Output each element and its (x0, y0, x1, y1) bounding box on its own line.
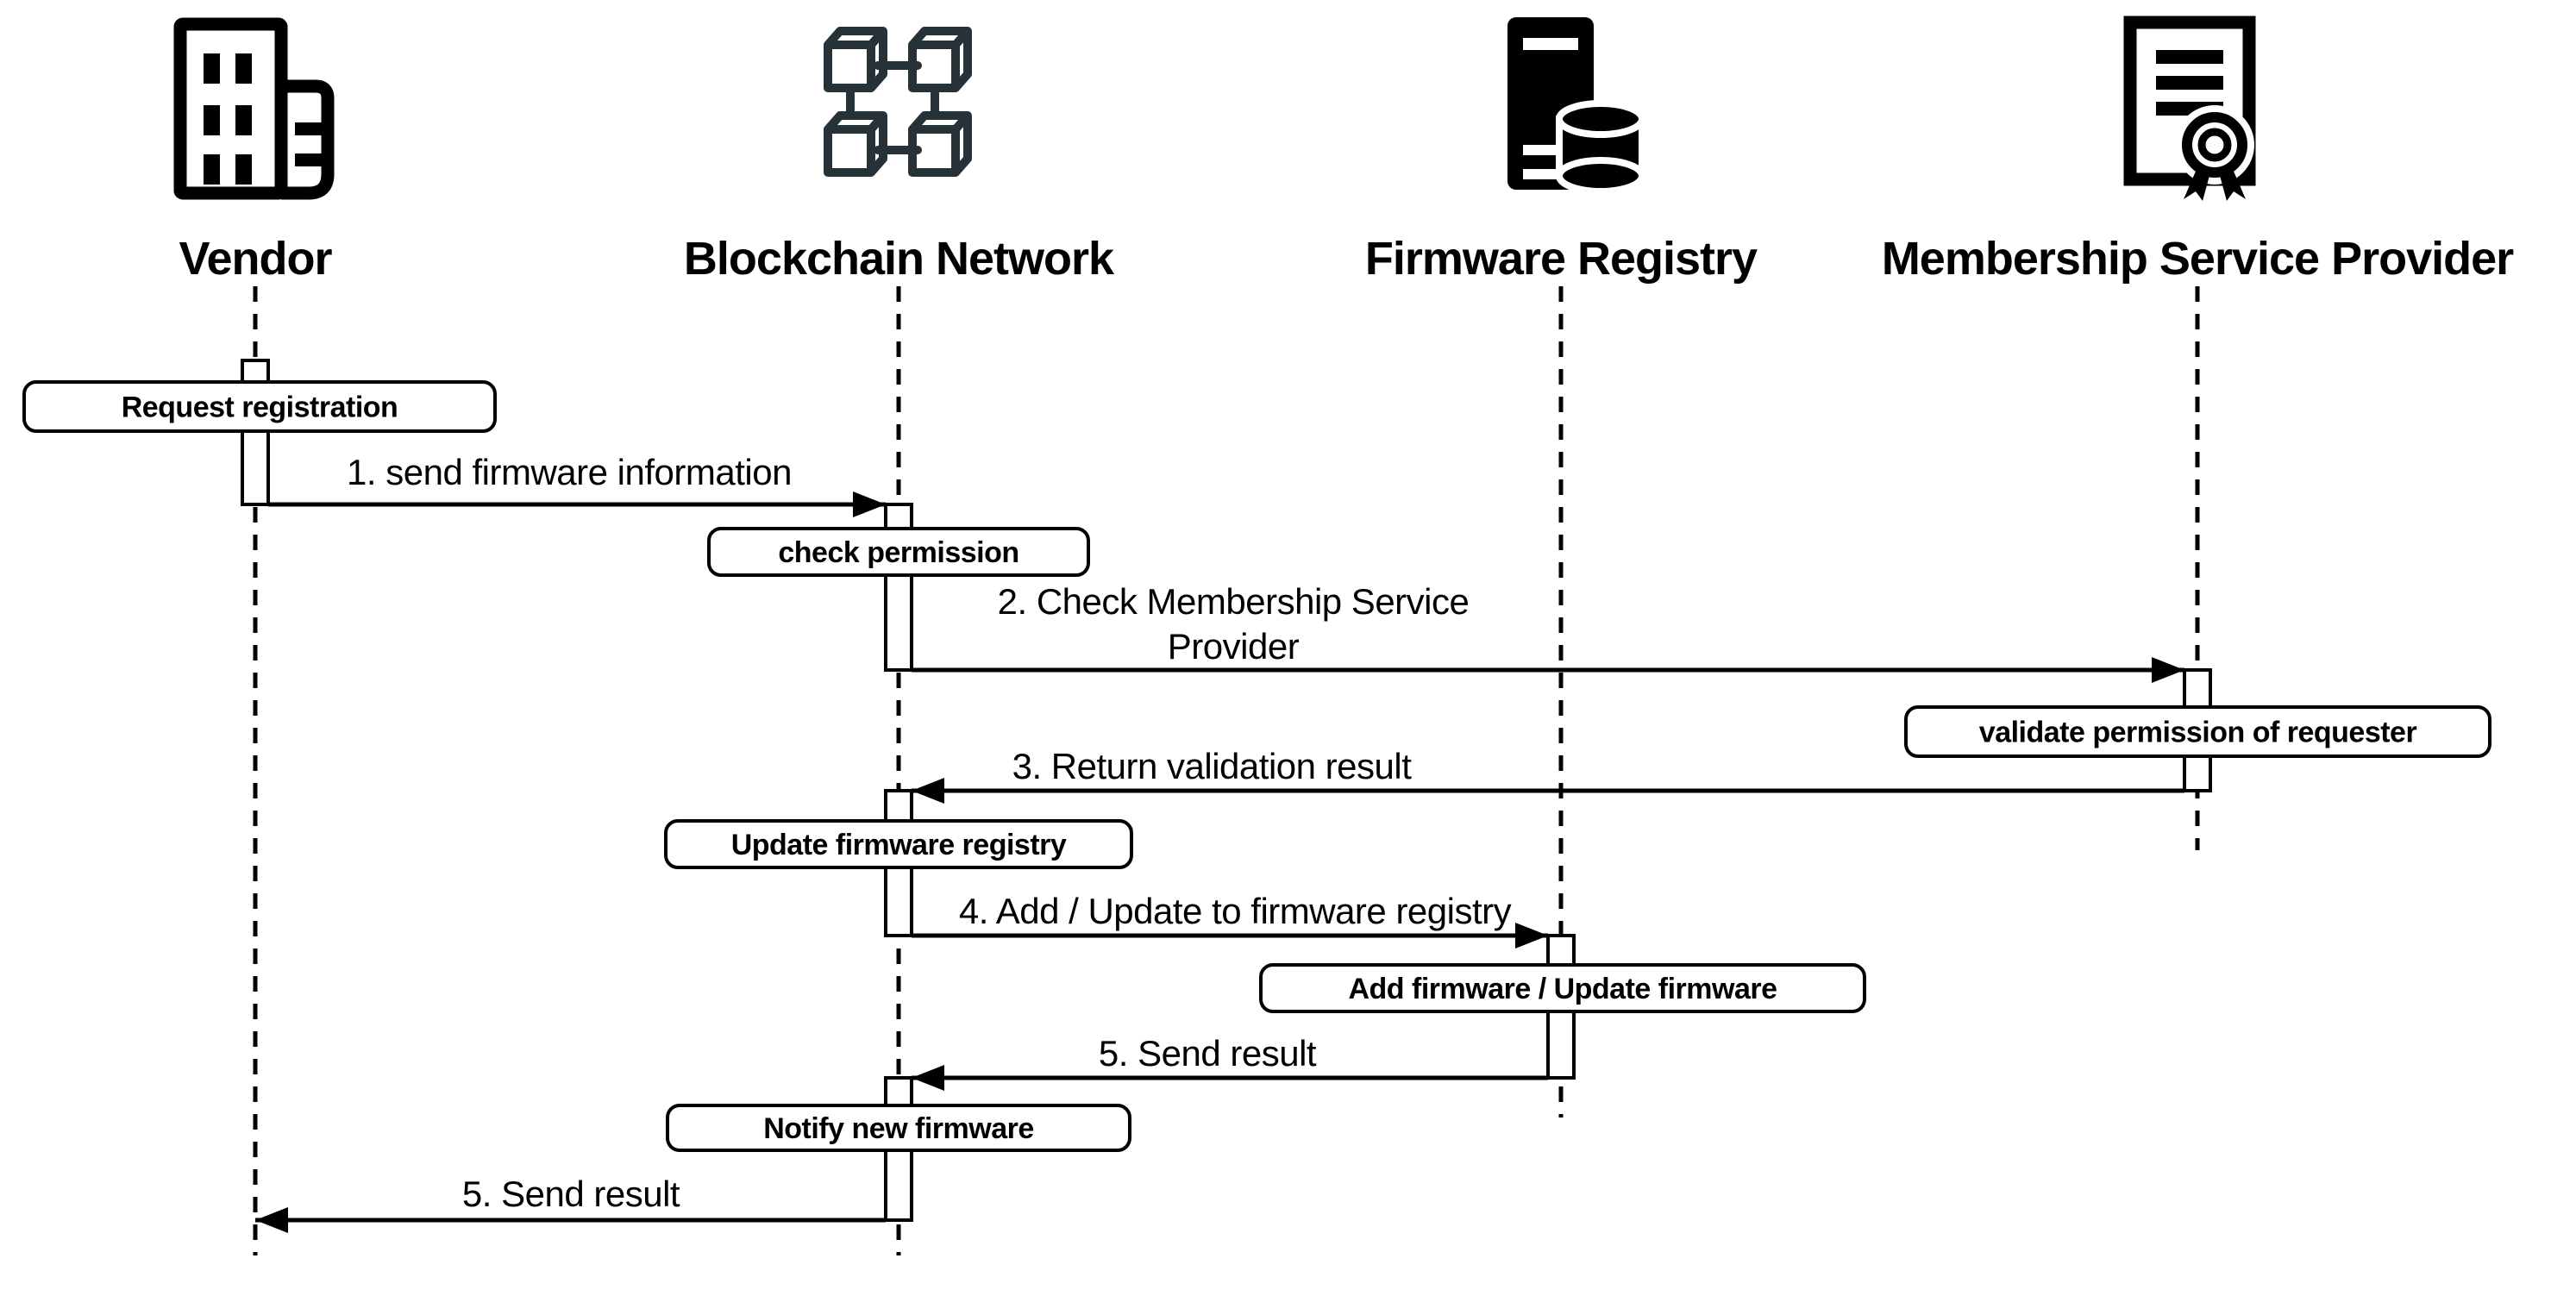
message-label: 1. send firmware information (347, 452, 792, 492)
note-box (1259, 963, 1866, 1013)
actor-label-msp: Membership Service Provider (1882, 233, 2514, 285)
message-blockchain-to-firmware_registry: 4. Add / Update to firmware registry (912, 891, 1548, 949)
blockchain-cubes-icon (828, 31, 968, 172)
note-label: Update firmware registry (731, 829, 1067, 861)
actor-label-firmware_registry: Firmware Registry (1365, 233, 1758, 285)
arrowhead-right-icon (2152, 657, 2184, 683)
actor-blockchain: Blockchain Network (684, 31, 1116, 285)
arrowhead-right-icon (853, 491, 886, 517)
note-blockchain: Notify new firmware (666, 1104, 1131, 1152)
note-msp: validate permission of requester (1904, 705, 2491, 758)
actor-label-vendor: Vendor (179, 233, 332, 285)
arrowhead-right-icon (1515, 923, 1548, 949)
actor-msp: Membership Service Provider (1882, 22, 2515, 285)
message-label: 4. Add / Update to firmware registry (959, 891, 1512, 931)
message-label: 3. Return validation result (1012, 746, 1413, 786)
certificate-icon (2130, 22, 2254, 201)
server-database-icon (1507, 17, 1642, 191)
note-label: Request registration (122, 391, 398, 424)
arrowhead-left-icon (912, 1065, 944, 1091)
actor-firmware_registry: Firmware Registry (1365, 17, 1758, 285)
notes-layer: Request registration check permission vali… (22, 380, 2491, 1152)
message-firmware_registry-to-blockchain: 5. Send result (912, 1033, 1548, 1091)
note-label: Add firmware / Update firmware (1348, 973, 1777, 1005)
note-box (1904, 705, 2491, 758)
message-label: 5. Send result (462, 1174, 680, 1214)
building-icon (180, 24, 328, 193)
note-blockchain: check permission (707, 527, 1090, 577)
actor-vendor: Vendor (179, 24, 332, 285)
message-blockchain-to-vendor: 5. Send result (255, 1174, 886, 1233)
note-box (666, 1104, 1131, 1152)
message-label: 5. Send result (1099, 1033, 1317, 1074)
note-blockchain: Update firmware registry (664, 819, 1133, 869)
message-msp-to-blockchain: 3. Return validation result (912, 746, 2184, 804)
note-label: validate permission of requester (1979, 717, 2417, 749)
note-box (22, 380, 497, 433)
note-label: Notify new firmware (763, 1112, 1034, 1145)
actors-layer: Vendor Blockchain Network Firmware Registr… (179, 17, 2515, 285)
note-vendor: Request registration (22, 380, 497, 433)
note-label: check permission (778, 536, 1018, 569)
actor-label-blockchain: Blockchain Network (684, 233, 1115, 285)
message-label: Provider (1168, 626, 1300, 667)
message-label: 2. Check Membership Service (998, 581, 1470, 622)
message-vendor-to-blockchain: 1. send firmware information (268, 452, 886, 517)
note-firmware_registry: Add firmware / Update firmware (1259, 963, 1866, 1013)
note-box (664, 819, 1133, 869)
messages-layer: 1. send firmware information 2. Check Mem… (255, 452, 2184, 1233)
arrowhead-left-icon (255, 1207, 288, 1233)
arrowhead-left-icon (912, 778, 944, 804)
note-box (707, 527, 1090, 577)
